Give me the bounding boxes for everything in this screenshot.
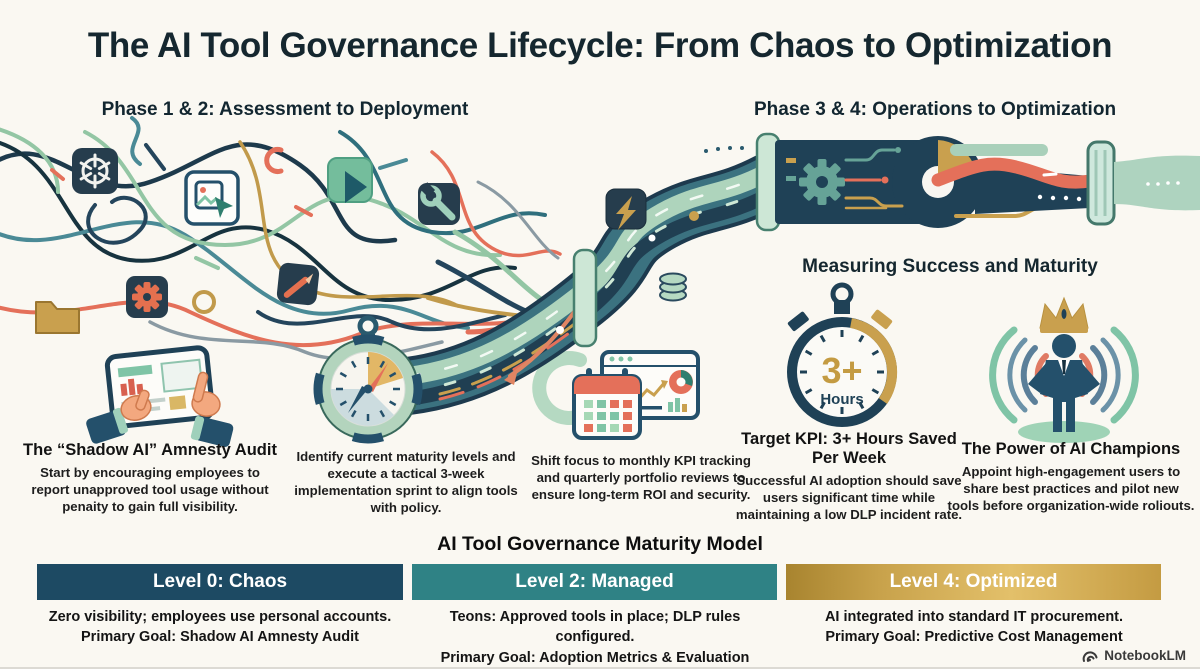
cable-connector <box>1086 140 1116 226</box>
target-kpi-heading: Target KPI: 3+ Hours Saved Per Week <box>741 430 957 467</box>
pipe-top-dots <box>704 146 744 153</box>
level-0-desc-line: Zero visibility; employees use personal … <box>48 609 392 625</box>
gold-ring-doodle <box>192 290 216 314</box>
stopwatch-value: 3+ <box>821 350 862 391</box>
level-0-label: Level 0: Chaos <box>152 571 288 592</box>
red-cable <box>931 157 1097 189</box>
cable-exit <box>931 140 1200 226</box>
feature-target-kpi: Target KPI: 3+ Hours Saved Per Week Succ… <box>732 430 966 523</box>
sprint-body: Identify current maturity levels and exe… <box>294 449 518 516</box>
level-0-goal-line: Primary Goal: Shadow AI Amnesty Audit <box>81 629 359 646</box>
level-4-bar: Level 4: Optimized <box>786 564 1161 600</box>
notebooklm-label: NotebookLM <box>1104 648 1186 663</box>
champion-icon <box>989 296 1139 443</box>
governance-pipe <box>379 153 797 415</box>
lightning-icon <box>605 188 647 230</box>
level-4-goal-line: Primary Goal: Predictive Cost Management <box>825 629 1123 646</box>
notebooklm-branding: NotebookLM <box>1082 648 1186 663</box>
pipe-dot <box>648 234 656 242</box>
right-sleeve <box>194 417 234 447</box>
feedback-arrowhead <box>504 369 518 385</box>
amnesty-audit-heading: The “Shadow AI” Amnesty Audit <box>23 441 277 459</box>
pipe-coupling <box>572 248 598 348</box>
target-kpi-body: Successful AI adoption should save users… <box>735 472 963 523</box>
notebooklm-logo-icon <box>1082 651 1098 662</box>
letter-c-doodle <box>264 147 284 174</box>
feature-kpi-shift: Shift focus to monthly KPI tracking and … <box>530 452 752 503</box>
tablet-audit-icon <box>86 345 234 447</box>
level-4-label: Level 4: Optimized <box>889 571 1058 592</box>
level-2-description: Teons: Approved tools in place; DLP rule… <box>410 607 780 668</box>
level-2-bar: Level 2: Managed <box>412 564 777 600</box>
level-0-description: Zero visibility; employees use personal … <box>22 607 418 648</box>
crown-icon <box>1039 296 1089 333</box>
lifecycle-illustration: 3+ Hours <box>0 116 1200 447</box>
calendar-grid <box>584 400 632 432</box>
phase-1-2-heading: Phase 1 & 2: Assessment to Deployment <box>101 99 469 120</box>
pipe-gold-dot <box>689 211 699 221</box>
compass-needle <box>368 363 388 392</box>
level-0-bar: Level 0: Chaos <box>37 564 403 600</box>
level-2-label: Level 2: Managed <box>515 571 674 592</box>
level-2-desc-line: Teons: Approved tools in place; DLP rule… <box>449 609 741 646</box>
stopwatch-icon: 3+ Hours <box>787 282 898 427</box>
pointing-finger <box>192 371 209 403</box>
ai-champions-body: Appoint high-engagement users to share b… <box>947 463 1195 514</box>
feature-sprint: Identify current maturity levels and exe… <box>286 448 526 517</box>
kpi-shift-body: Shift focus to monthly KPI tracking and … <box>531 453 751 503</box>
calendar-dashboard-icon <box>572 350 700 440</box>
level-4-desc-line: AI integrated into standard IT procureme… <box>824 609 1124 625</box>
play-icon <box>327 157 373 203</box>
circuit-traces <box>786 147 904 210</box>
bottom-divider <box>0 667 1200 669</box>
database-stack-icon <box>659 272 687 302</box>
signal-arcs <box>989 326 1139 424</box>
maturity-model-title: AI Tool Governance Maturity Model <box>437 533 763 555</box>
compass-icon <box>313 315 423 444</box>
gear-icon <box>126 276 168 318</box>
level-2-goal-line: Primary Goal: Adoption Metrics & Evaluat… <box>440 649 750 666</box>
amnesty-audit-body: Start by encouraging employees to report… <box>31 464 269 515</box>
pipe-gear-icon <box>799 159 845 205</box>
wrench-icon <box>418 182 460 225</box>
openai-icon <box>72 148 118 194</box>
pipe-dot <box>556 326 564 334</box>
level-4-description: AI integrated into standard IT procureme… <box>778 607 1170 648</box>
folder-icon <box>35 301 80 334</box>
ai-champions-heading: The Power of AI Champions <box>961 440 1181 458</box>
pipe-branch-curl <box>532 351 587 425</box>
feature-amnesty: The “Shadow AI” Amnesty Audit Start by e… <box>22 441 278 515</box>
page-title: The AI Tool Governance Lifecycle: From C… <box>87 26 1113 65</box>
measuring-heading: Measuring Success and Maturity <box>802 256 1098 277</box>
feature-champions: The Power of AI Champions Appoint high-e… <box>946 440 1196 514</box>
phase-3-4-heading: Phase 3 & 4: Operations to Optimization <box>753 99 1117 120</box>
stopwatch-unit: Hours <box>820 391 863 408</box>
image-tool-icon <box>184 170 240 226</box>
pencil-icon <box>276 262 320 306</box>
